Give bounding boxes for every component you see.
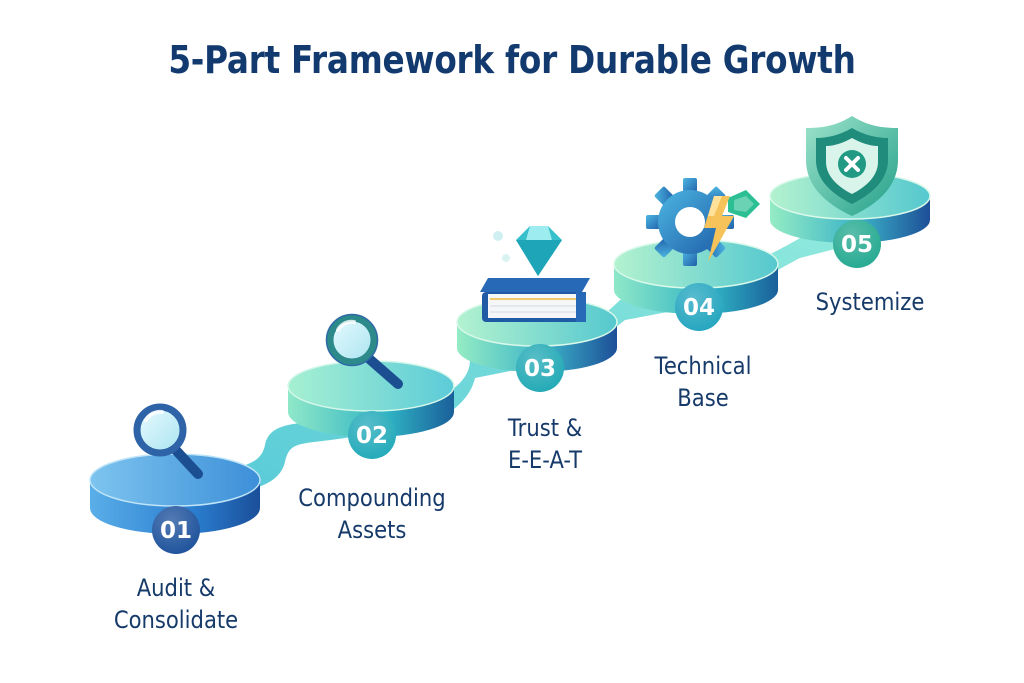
book-diamond-icon <box>480 226 590 322</box>
magnifier-icon <box>133 403 203 479</box>
step-title-line1: Audit & <box>136 574 216 602</box>
shield-icon <box>806 116 898 216</box>
step-number: 04 <box>683 295 715 321</box>
step-label-2: Compounding Assets <box>293 482 451 546</box>
step-title-line1: Compounding <box>298 484 446 512</box>
step-badge-4: 04 <box>675 283 723 331</box>
step-title-line2: Assets <box>337 516 407 544</box>
step-number: 01 <box>160 518 192 544</box>
step-title-line2: Consolidate <box>113 606 239 634</box>
magnifier-icon <box>325 313 403 389</box>
step-number: 02 <box>356 423 388 449</box>
step-title-line2: Base <box>677 384 729 412</box>
page-title: 5-Part Framework for Durable Growth <box>168 38 856 82</box>
gear-lightning-icon <box>646 178 760 266</box>
step-badge-3: 03 <box>516 344 564 392</box>
step-title-line1: Trust & <box>507 414 583 442</box>
step-badge-1: 01 <box>152 506 200 554</box>
step-label-4: Technical Base <box>624 350 782 414</box>
step-title-line1: Technical <box>654 352 752 380</box>
step-badge-5: 05 <box>833 220 881 268</box>
step-label-3: Trust & E-E-A-T <box>466 412 624 476</box>
step-label-5: Systemize <box>791 286 949 318</box>
step-number: 03 <box>524 356 556 382</box>
step-number: 05 <box>841 232 873 258</box>
step-label-1: Audit & Consolidate <box>97 572 255 636</box>
step-badge-2: 02 <box>348 411 396 459</box>
step-title-line1: Systemize <box>815 288 925 316</box>
step-title-line2: E-E-A-T <box>507 446 583 474</box>
